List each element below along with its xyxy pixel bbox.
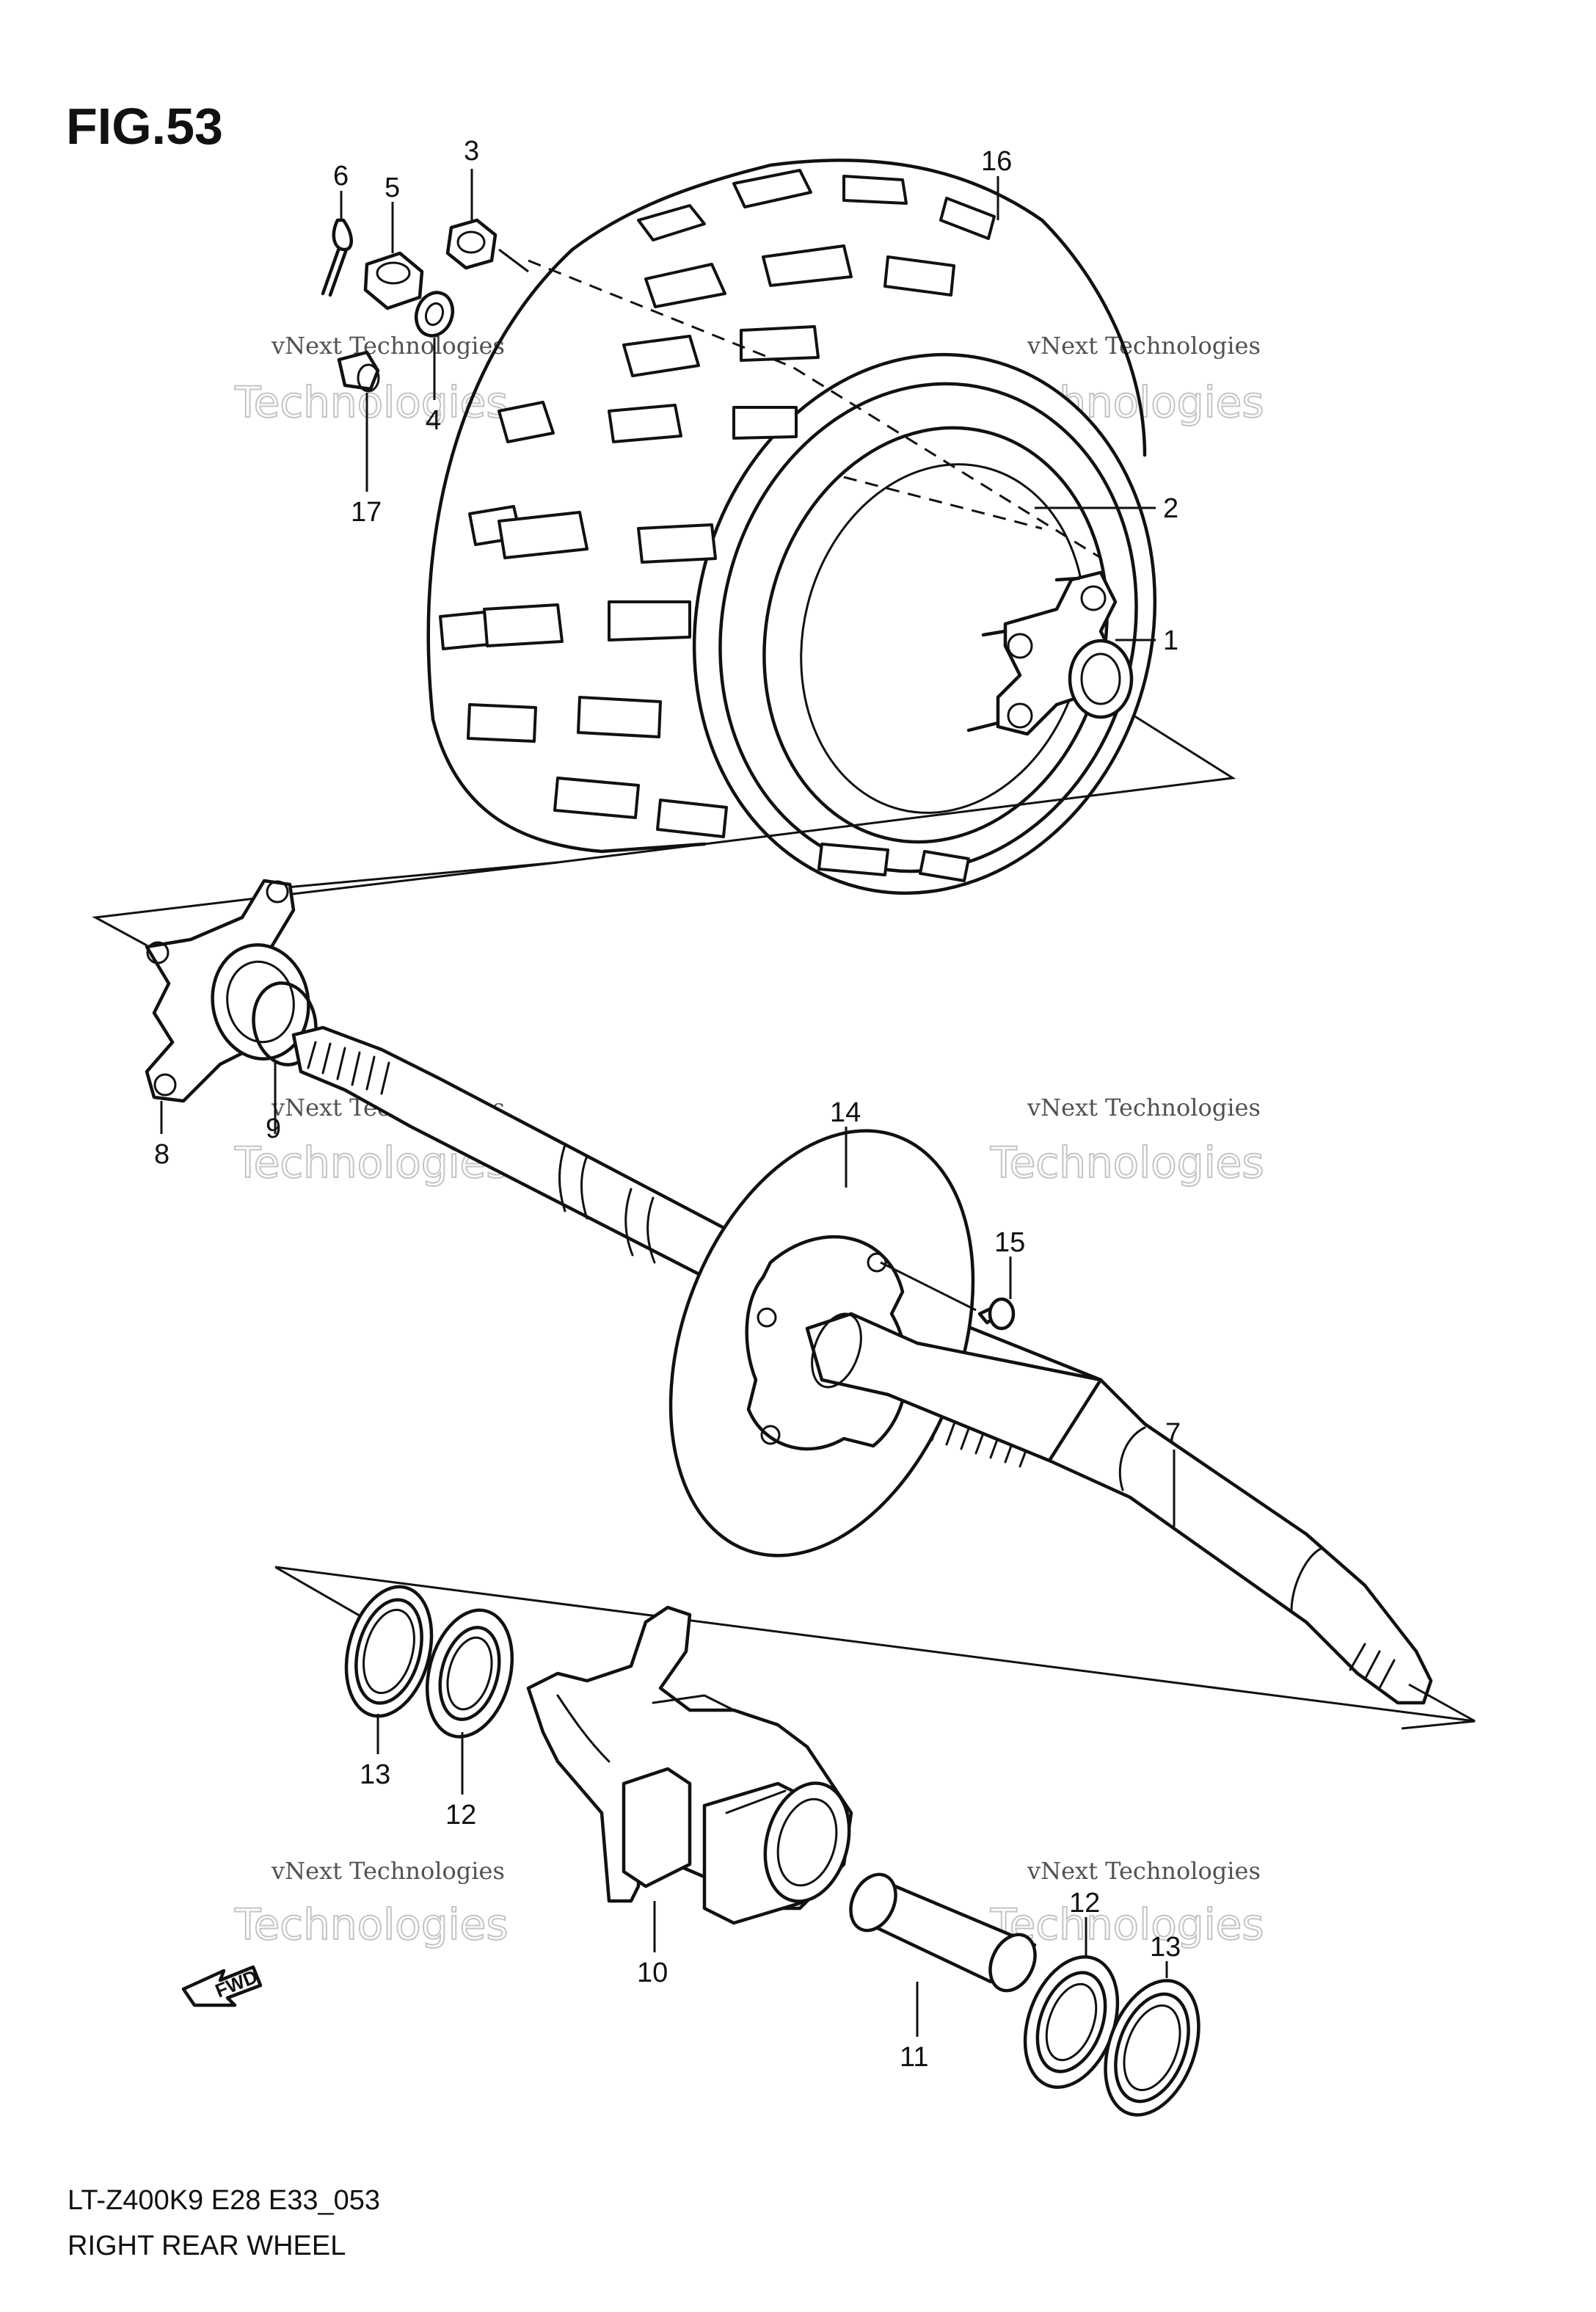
bearing-12-right xyxy=(1023,1955,1120,2089)
watermark-text: vNext Technologies xyxy=(271,1857,505,1885)
washer-4 xyxy=(414,291,455,338)
watermark-text: vNext Technologies xyxy=(271,332,505,360)
wheel-hub xyxy=(966,570,1134,736)
callout-12-left: 12 xyxy=(445,1800,476,1831)
watermark-outline-text: Technologies xyxy=(234,1900,509,1949)
snap-ring-9 xyxy=(252,981,318,1066)
callout-11: 11 xyxy=(900,2042,928,2073)
callout-16: 16 xyxy=(981,146,1012,177)
fwd-label: FWD xyxy=(212,1966,260,2002)
watermark-bottom-right: vNext Technologies Technologies xyxy=(989,1857,1265,1950)
bearing-12-left xyxy=(425,1608,514,1739)
callout-7: 7 xyxy=(1165,1418,1181,1449)
callout-4: 4 xyxy=(426,405,441,436)
castle-nut-5 xyxy=(363,251,424,310)
nut-3 xyxy=(445,218,529,273)
watermark-mid-right: vNext Technologies Technologies xyxy=(989,1094,1265,1188)
valve-17 xyxy=(337,350,380,393)
figure-caption: RIGHT REAR WHEEL xyxy=(68,2231,346,2261)
callout-leaders xyxy=(160,169,1176,2037)
spacer-11 xyxy=(849,1872,1037,1993)
model-code: LT-Z400K9 E28 E33_053 xyxy=(68,2185,380,2216)
callout-5: 5 xyxy=(385,172,400,203)
brake-disc-14 xyxy=(668,1129,1103,1557)
callout-10: 10 xyxy=(637,1957,668,1988)
watermark-text: vNext Technologies xyxy=(1027,332,1261,360)
callout-6: 6 xyxy=(333,161,349,192)
callout-9: 9 xyxy=(266,1113,281,1144)
callout-8: 8 xyxy=(154,1139,170,1170)
cotter-pin-6 xyxy=(321,218,353,297)
oil-seal-13-right xyxy=(1104,1979,1200,2117)
watermark-outline-text: Technologies xyxy=(990,1138,1264,1188)
figure-title: FIG.53 xyxy=(66,98,223,155)
watermark-bottom-left: vNext Technologies Technologies xyxy=(233,1857,509,1950)
forward-arrow-icon: FWD xyxy=(181,1966,263,2007)
hub-carrier-8 xyxy=(145,879,310,1103)
oil-seal-13-left xyxy=(344,1585,434,1718)
watermark-outline-text: Technologies xyxy=(990,1900,1264,1949)
callout-1: 1 xyxy=(1163,625,1178,656)
watermark-text: vNext Technologies xyxy=(1027,1857,1261,1885)
callout-14: 14 xyxy=(830,1097,861,1128)
axle-housing-10 xyxy=(526,1605,853,1925)
callout-3: 3 xyxy=(464,136,479,167)
callout-17: 17 xyxy=(351,497,382,528)
callout-12-right: 12 xyxy=(1069,1888,1100,1919)
rear-tire xyxy=(426,159,1157,895)
watermark-text: vNext Technologies xyxy=(1027,1094,1261,1122)
callout-2: 2 xyxy=(1163,493,1178,524)
callout-15: 15 xyxy=(994,1227,1025,1258)
callout-13-right: 13 xyxy=(1150,1932,1181,1963)
callout-13-left: 13 xyxy=(360,1759,390,1790)
bolt-15 xyxy=(880,1261,1016,1331)
